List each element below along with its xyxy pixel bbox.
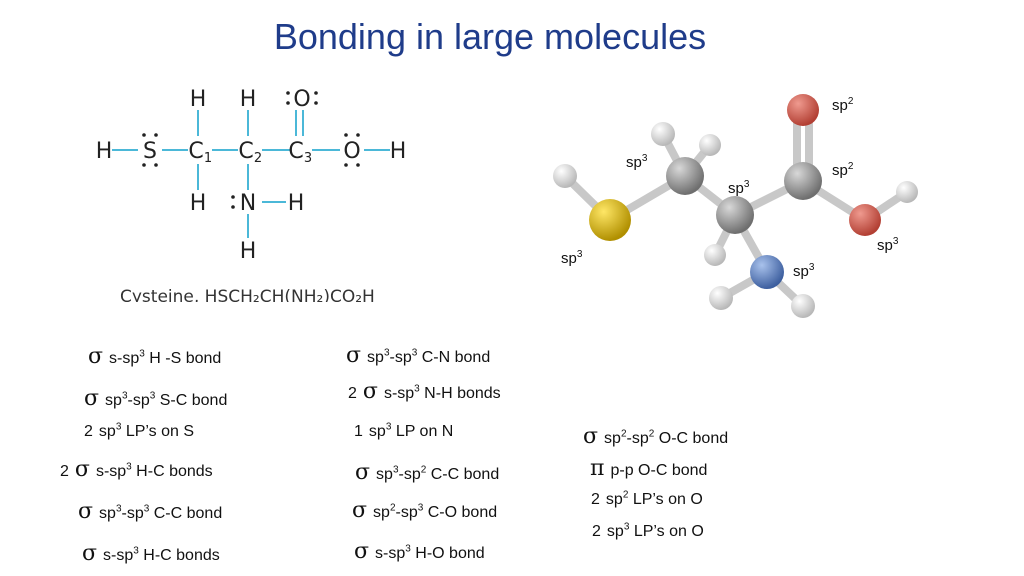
- lewis-structure: H S C 1 C 2 C 3 O H H H H O N H H Cystei…: [96, 87, 407, 302]
- atom-h-c2-top: H: [240, 87, 257, 112]
- atom-h-c1-bottom: H: [190, 191, 207, 216]
- atom-o-single: O: [343, 139, 360, 164]
- atom-n: N: [240, 191, 256, 216]
- atom-carbon-3: [784, 162, 822, 200]
- atom-hydrogen-sh: [553, 164, 577, 188]
- atom-s: S: [143, 139, 157, 164]
- atom-c1: C: [188, 139, 203, 164]
- hyb-label-o-single: sp3: [877, 236, 899, 255]
- atom-c3: C: [288, 139, 303, 164]
- atom-sulfur: [589, 199, 631, 241]
- atom-h-right: H: [390, 139, 407, 164]
- atom-h-n-bottom: H: [240, 239, 257, 264]
- hyb-label-c2: sp3: [728, 179, 750, 198]
- hyb-label-c3: sp2: [832, 161, 854, 180]
- atom-hydrogen-n-left: [709, 286, 733, 310]
- atom-c2-subscript: 2: [254, 151, 262, 166]
- atom-c1-subscript: 1: [204, 151, 212, 166]
- lewis-caption: Cysteine, HSCH₂CH(NH₂)CO₂H: [120, 287, 375, 302]
- atom-hydrogen-top-left: [651, 122, 675, 146]
- atom-carbon-2: [716, 196, 754, 234]
- atom-h-left: H: [96, 139, 113, 164]
- hyb-label-n: sp3: [793, 262, 815, 281]
- atom-carbon-1: [666, 157, 704, 195]
- slide-title: Bonding in large molecules: [273, 16, 707, 57]
- atom-hydrogen-n-bottom: [791, 294, 815, 318]
- atom-h-n-right: H: [288, 191, 305, 216]
- atom-nitrogen: [750, 255, 784, 289]
- atom-hydrogen-alpha: [704, 244, 726, 266]
- hyb-label-o-double: sp2: [832, 96, 854, 115]
- atom-o-double: O: [293, 87, 310, 112]
- ball-and-stick-model: [553, 94, 918, 318]
- atom-c2: C: [238, 139, 253, 164]
- atom-oxygen-double: [787, 94, 819, 126]
- atom-hydrogen-top: [699, 134, 721, 156]
- atom-c3-subscript: 3: [304, 151, 312, 166]
- hyb-label-s: sp3: [561, 249, 583, 268]
- atom-oxygen-single: [849, 204, 881, 236]
- atom-h-c1-top: H: [190, 87, 207, 112]
- atom-hydrogen-oh: [896, 181, 918, 203]
- hyb-label-c1: sp3: [626, 153, 648, 172]
